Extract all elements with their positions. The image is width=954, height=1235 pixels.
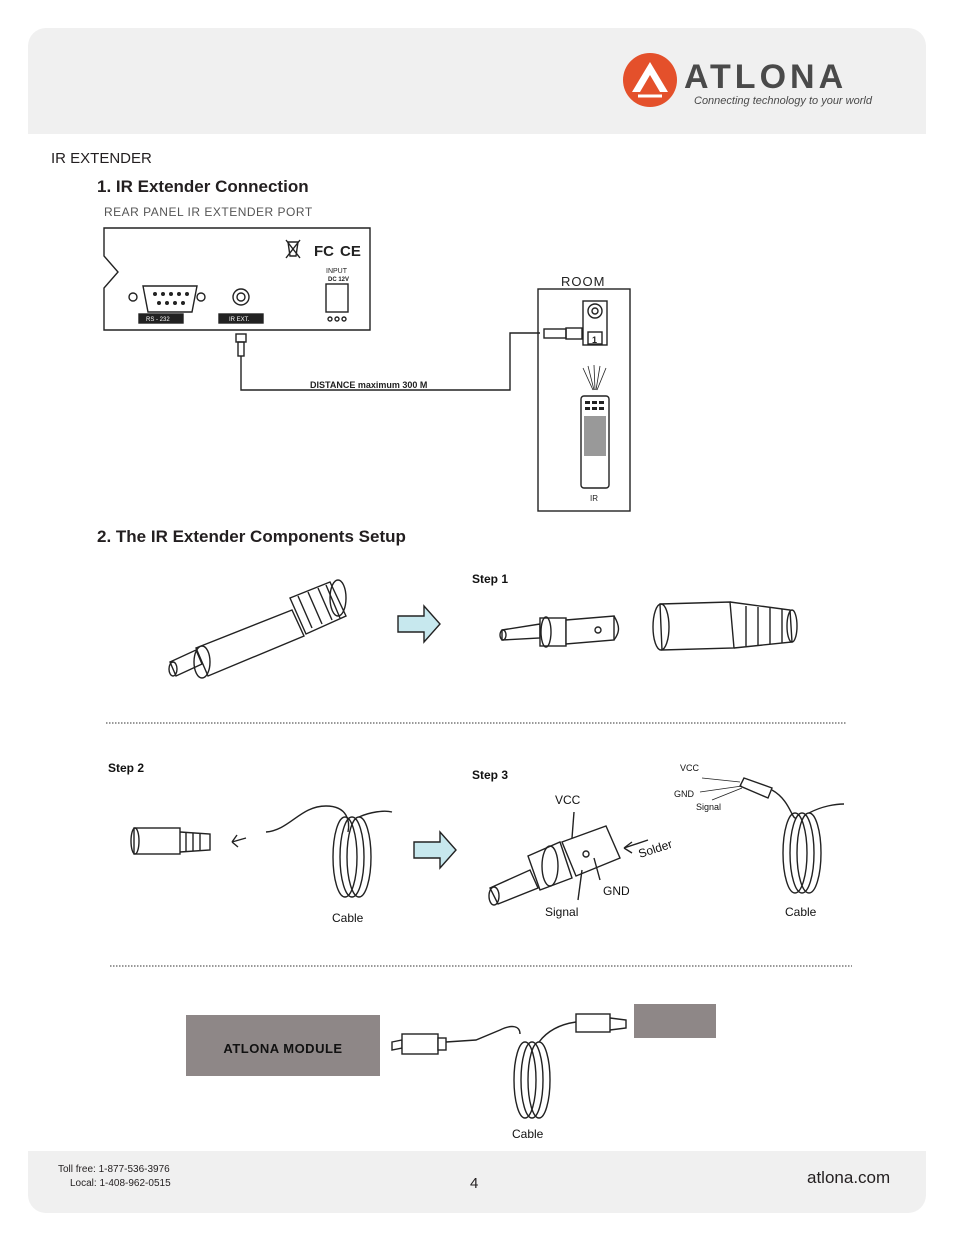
room-box (537, 288, 631, 512)
atlona-logo: ATLONA Connecting technology to your wor… (623, 53, 873, 107)
ir-receiver-icon (582, 300, 608, 346)
rs232-port-icon (142, 285, 198, 313)
logo-mark-icon (623, 53, 677, 107)
rear-panel (103, 227, 371, 331)
footer-contact: Toll free: 1-877-536-3976 Local: 1-408-9… (58, 1163, 171, 1191)
cable-coil-icon (265, 805, 393, 898)
input-label: INPUT (326, 268, 348, 275)
cable-label-step2: Cable (332, 911, 364, 925)
plug-sleeve-icon (652, 601, 798, 651)
room-label: ROOM (561, 274, 605, 289)
dc-label: DC 12V (328, 277, 349, 283)
section-label: IR EXTENDER (51, 150, 152, 167)
page-number: 4 (470, 1175, 479, 1192)
step1-label: Step 1 (472, 572, 508, 586)
brand-tagline: Connecting technology to your world (694, 95, 873, 107)
footer-band (28, 1151, 926, 1213)
rs232-label: RS - 232 (146, 317, 170, 323)
ir-ext-jack-icon (232, 288, 250, 306)
atlona-module-box (186, 1015, 380, 1076)
fc-mark: FC (314, 243, 334, 260)
arrow-right-icon-2 (413, 830, 457, 870)
solder-label: Solder (637, 837, 674, 861)
heading-connection: 1. IR Extender Connection (97, 177, 309, 196)
heading-components: 2. The IR Extender Components Setup (97, 527, 406, 546)
gnd-label-small: GND (674, 789, 695, 799)
cable-coil-icon-2 (699, 777, 845, 894)
sleeve-small-icon (130, 827, 211, 855)
module-label: ATLONA MODULE (223, 1041, 342, 1056)
header-band (28, 28, 926, 134)
toll-free: Toll free: 1-877-536-3976 (58, 1164, 170, 1175)
step2-label: Step 2 (108, 761, 144, 775)
irext-label: IR EXT. (229, 317, 250, 323)
rear-panel-caption: REAR PANEL IR EXTENDER PORT (104, 205, 313, 219)
remote-control-icon (580, 395, 610, 489)
website-link[interactable]: atlona.com (807, 1168, 891, 1187)
vcc-label-small: VCC (680, 763, 700, 773)
receiver-number: 1 (592, 335, 597, 345)
module-plug-icon (391, 1025, 521, 1055)
vcc-label: VCC (555, 793, 581, 807)
module-cable-coil-icon (513, 1013, 627, 1119)
signal-label: Signal (545, 905, 578, 919)
cable-label-step3: Cable (785, 905, 817, 919)
plug-disassembled-icon (499, 615, 620, 648)
step3-label: Step 3 (472, 768, 508, 782)
brand-name: ATLONA (684, 58, 847, 96)
module-cable-label: Cable (512, 1127, 544, 1141)
assembled-plug-icon (168, 579, 347, 679)
distance-label: DISTANCE maximum 300 M (310, 380, 427, 390)
solder-plug-icon (488, 825, 621, 906)
dc-input-port (325, 283, 349, 313)
ir-device-box (634, 1004, 716, 1038)
room-device-label: IR (590, 494, 598, 503)
weee-bin-icon (287, 241, 299, 257)
arrow-right-icon (397, 604, 441, 644)
gnd-label: GND (603, 884, 630, 898)
local-phone: Local: 1-408-962-0515 (70, 1178, 171, 1189)
ce-mark: CE (340, 243, 361, 260)
signal-label-small: Signal (696, 802, 721, 812)
